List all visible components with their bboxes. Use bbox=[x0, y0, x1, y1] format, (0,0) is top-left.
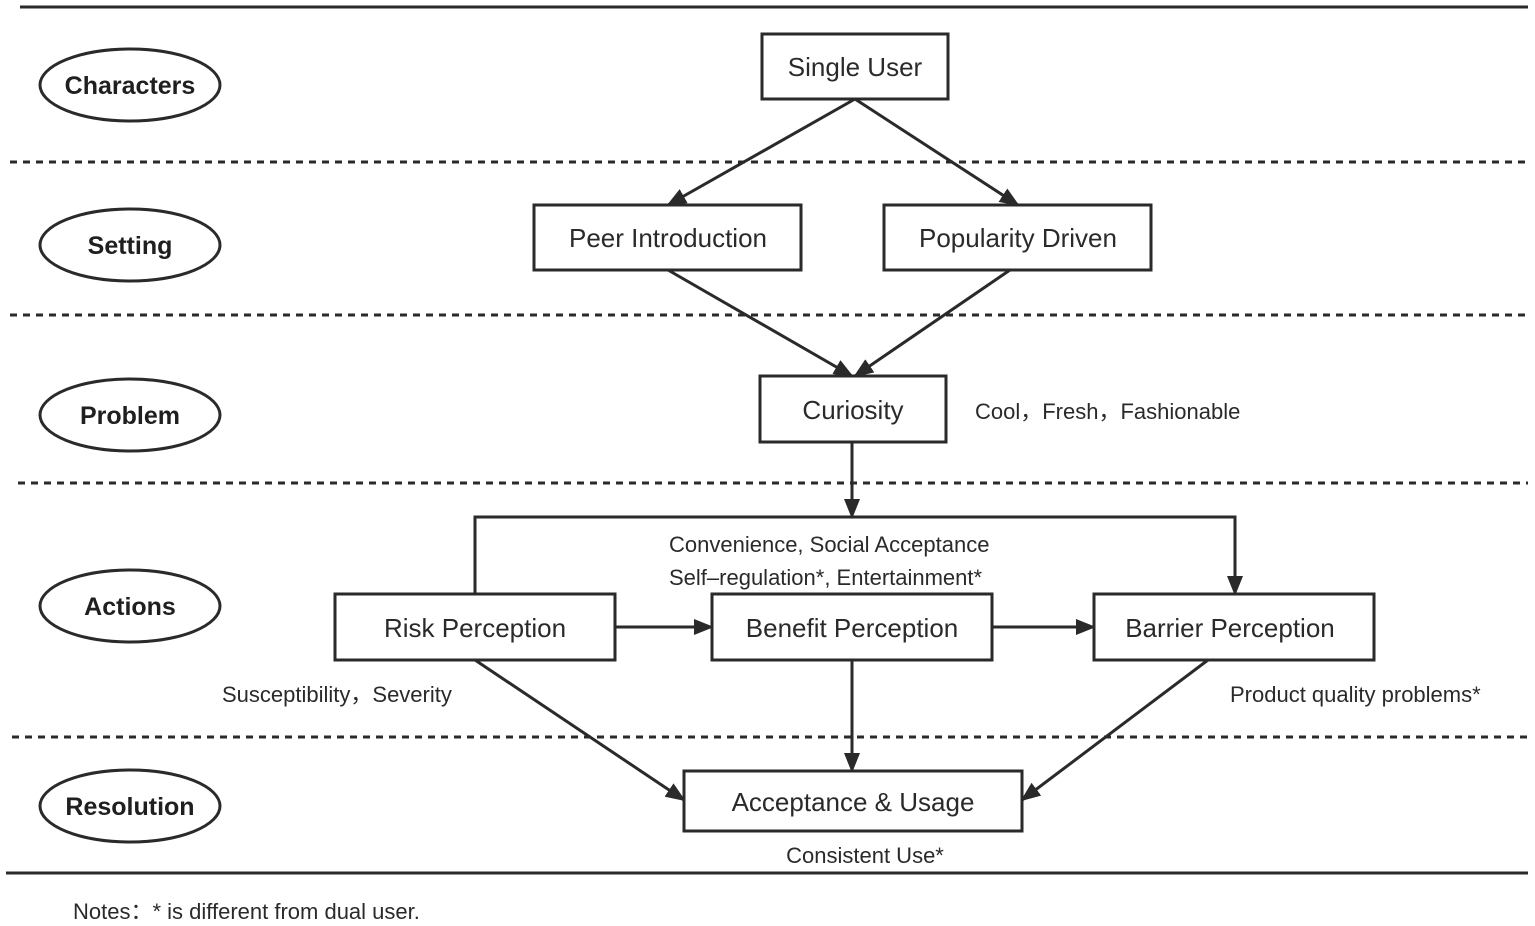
node-single-user: Single User bbox=[760, 32, 950, 101]
node-peer-introduction-label: Peer Introduction bbox=[569, 223, 767, 253]
node-acceptance-usage: Acceptance & Usage bbox=[682, 769, 1024, 833]
arrow-peer-to-curiosity bbox=[667, 268, 854, 378]
arrow-barrier-to-acceptance bbox=[1020, 658, 1209, 802]
risk-to-barrier-loop bbox=[473, 515, 1243, 596]
arrow-risk-to-acceptance bbox=[474, 658, 686, 802]
barrier-factors-note: Product quality problems* bbox=[1230, 682, 1481, 707]
node-barrier-perception: Barrier Perception bbox=[1092, 592, 1376, 662]
risk-factors-note: Susceptibility，Severity bbox=[222, 682, 452, 707]
stage-resolution: Resolution bbox=[38, 768, 222, 844]
stage-setting: Setting bbox=[38, 207, 222, 283]
arrow-user-to-peer bbox=[666, 97, 856, 207]
node-benefit-perception: Benefit Perception bbox=[710, 592, 994, 662]
stage-actions: Actions bbox=[38, 568, 222, 644]
stage-resolution-label: Resolution bbox=[65, 793, 194, 821]
node-single-user-label: Single User bbox=[788, 52, 923, 82]
node-popularity-driven-label: Popularity Driven bbox=[919, 223, 1117, 253]
node-peer-introduction: Peer Introduction bbox=[532, 203, 803, 272]
node-risk-perception: Risk Perception bbox=[333, 592, 617, 662]
node-risk-perception-label: Risk Perception bbox=[384, 613, 566, 643]
node-curiosity-label: Curiosity bbox=[802, 395, 903, 425]
arrow-popularity-to-curiosity bbox=[853, 268, 1011, 378]
stage-problem-label: Problem bbox=[80, 402, 180, 430]
resolution-note: Consistent Use* bbox=[786, 843, 944, 868]
node-acceptance-usage-label: Acceptance & Usage bbox=[732, 787, 975, 817]
stage-actions-label: Actions bbox=[84, 593, 176, 621]
node-curiosity: Curiosity bbox=[758, 374, 948, 444]
stage-problem: Problem bbox=[38, 377, 222, 453]
arrow-user-to-popularity bbox=[854, 97, 1020, 207]
benefits-note-line1: Convenience, Social Acceptance bbox=[669, 532, 989, 557]
benefits-note-line2: Self–regulation*, Entertainment* bbox=[669, 565, 983, 590]
stage-characters-label: Characters bbox=[65, 72, 196, 100]
node-benefit-perception-label: Benefit Perception bbox=[746, 613, 958, 643]
curiosity-traits-note: Cool，Fresh，Fashionable bbox=[975, 399, 1240, 424]
node-barrier-perception-label: Barrier Perception bbox=[1125, 613, 1335, 643]
node-popularity-driven: Popularity Driven bbox=[882, 203, 1153, 272]
stage-characters: Characters bbox=[38, 47, 222, 123]
footer-notes: Notes：* is different from dual user. bbox=[73, 899, 420, 924]
stage-setting-label: Setting bbox=[88, 232, 173, 260]
